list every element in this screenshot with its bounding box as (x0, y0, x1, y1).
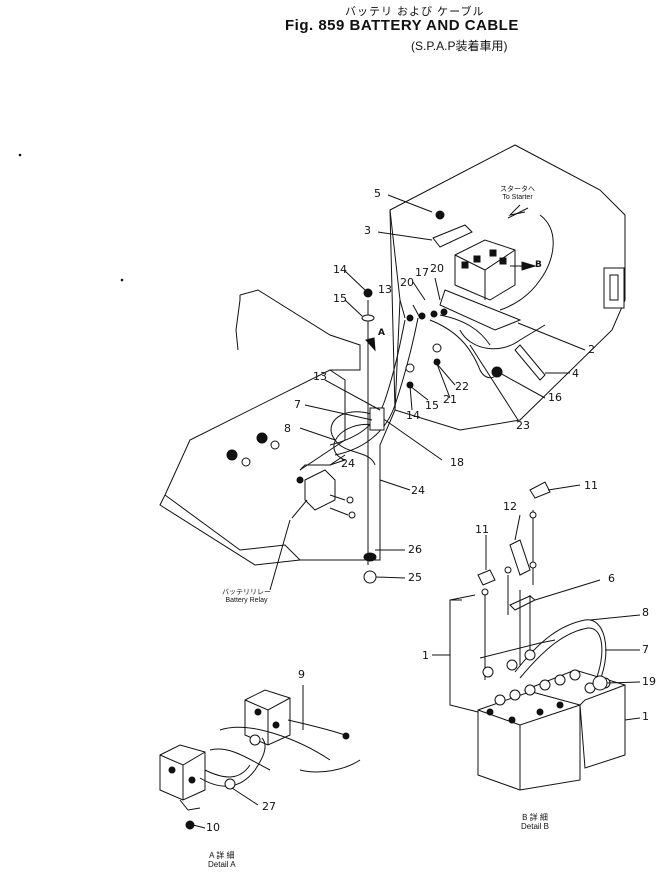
cap-11-right (529, 481, 551, 499)
callout-1b: 1 (642, 710, 649, 723)
ground-strap (514, 344, 546, 381)
detail-b-en: Detail B (521, 822, 550, 831)
cable-7-b (479, 639, 556, 659)
cable-bundle (329, 319, 406, 446)
callout-6: 6 (608, 572, 615, 585)
cable-8-b (514, 619, 607, 681)
callout-2: 2 (588, 343, 595, 356)
battery-relay-note: バッテリリレー Battery Relay (222, 589, 271, 605)
callout-13: 13 (378, 283, 392, 296)
figure-title: Fig. 859 BATTERY AND CABLE (285, 17, 519, 34)
connector-6 (509, 595, 536, 611)
nut-5 (435, 210, 445, 220)
figure-subtitle: (S.P.A.P装着車用) (411, 39, 508, 53)
battery-relay (304, 469, 336, 511)
callout-14: 14 (333, 263, 347, 276)
grommet-16 (491, 366, 503, 378)
cap-11-left (477, 569, 496, 586)
callout-7b: 7 (642, 643, 649, 656)
callout-11b: 11 (475, 523, 489, 536)
callout-19: 19 (642, 675, 656, 688)
cover-12 (509, 539, 531, 576)
view-a-marker: A (378, 328, 385, 338)
callout-8b: 8 (642, 606, 649, 619)
callout-1: 1 (422, 649, 429, 662)
callout-27: 27 (262, 800, 276, 813)
nut-10 (185, 820, 195, 830)
callout-7: 7 (294, 398, 301, 411)
view-b-marker: B (535, 260, 542, 270)
to-starter-jp: スタータへ (500, 186, 535, 193)
callout-4: 4 (572, 367, 579, 380)
detail-b-jp: B 詳 細 (522, 813, 548, 822)
callout-16: 16 (548, 391, 562, 404)
callout-25: 25 (408, 571, 422, 584)
cable-9 (287, 719, 346, 736)
callout-8: 8 (284, 422, 291, 435)
ground-cable (459, 324, 546, 350)
callout-17: 17 (415, 266, 429, 279)
detail-a-drawing (159, 685, 361, 830)
callout-20: 20 (400, 276, 414, 289)
machine-body-left-panel (159, 289, 396, 566)
callout-11: 11 (584, 479, 598, 492)
bolt-14 (363, 288, 373, 298)
callout-24: 24 (341, 457, 355, 470)
title-japanese: バッテリ および ケーブル (345, 6, 485, 18)
starter-cable (499, 214, 554, 311)
relay-mount-plate (439, 289, 522, 331)
callout-22: 22 (455, 380, 469, 393)
washer-15 (361, 314, 375, 322)
callout-18: 18 (450, 456, 464, 469)
detail-b-caption: B 詳 細 Detail B (521, 813, 549, 831)
callout-13b: 13 (313, 370, 327, 383)
callout-20b: 20 (430, 262, 444, 275)
detail-b-drawing (432, 481, 641, 791)
to-starter-en: To Starter (502, 194, 533, 201)
battery-relay-en: Battery Relay (225, 597, 268, 604)
detail-a-en: Detail A (208, 860, 236, 869)
callout-3: 3 (364, 224, 371, 237)
machine-body-right-panel (389, 144, 626, 431)
cable-27 (199, 737, 266, 787)
washer-26 (363, 552, 377, 562)
battery-left (477, 689, 581, 791)
clamp-18 (369, 407, 385, 431)
latch-bracket (603, 267, 625, 309)
callout-10: 10 (206, 821, 220, 834)
callout-9: 9 (298, 668, 305, 681)
callout-5: 5 (374, 187, 381, 200)
detail-a-caption: A 詳 細 Detail A (208, 851, 236, 869)
callout-21: 21 (443, 393, 457, 406)
callout-12: 12 (503, 500, 517, 513)
callout-15b: 15 (425, 399, 439, 412)
detail-a-jp: A 詳 細 (209, 851, 235, 860)
to-starter-note: スタータへ To Starter (500, 186, 535, 202)
callout-15: 15 (333, 292, 347, 305)
callout-26: 26 (408, 543, 422, 556)
callout-14b: 14 (406, 409, 420, 422)
grommet-19 (592, 675, 608, 691)
callout-24b: 24 (411, 484, 425, 497)
bolt-25 (363, 570, 377, 584)
battery-relay-jp: バッテリリレー (222, 589, 271, 596)
callout-23: 23 (516, 419, 530, 432)
terminal-cover (432, 224, 473, 248)
